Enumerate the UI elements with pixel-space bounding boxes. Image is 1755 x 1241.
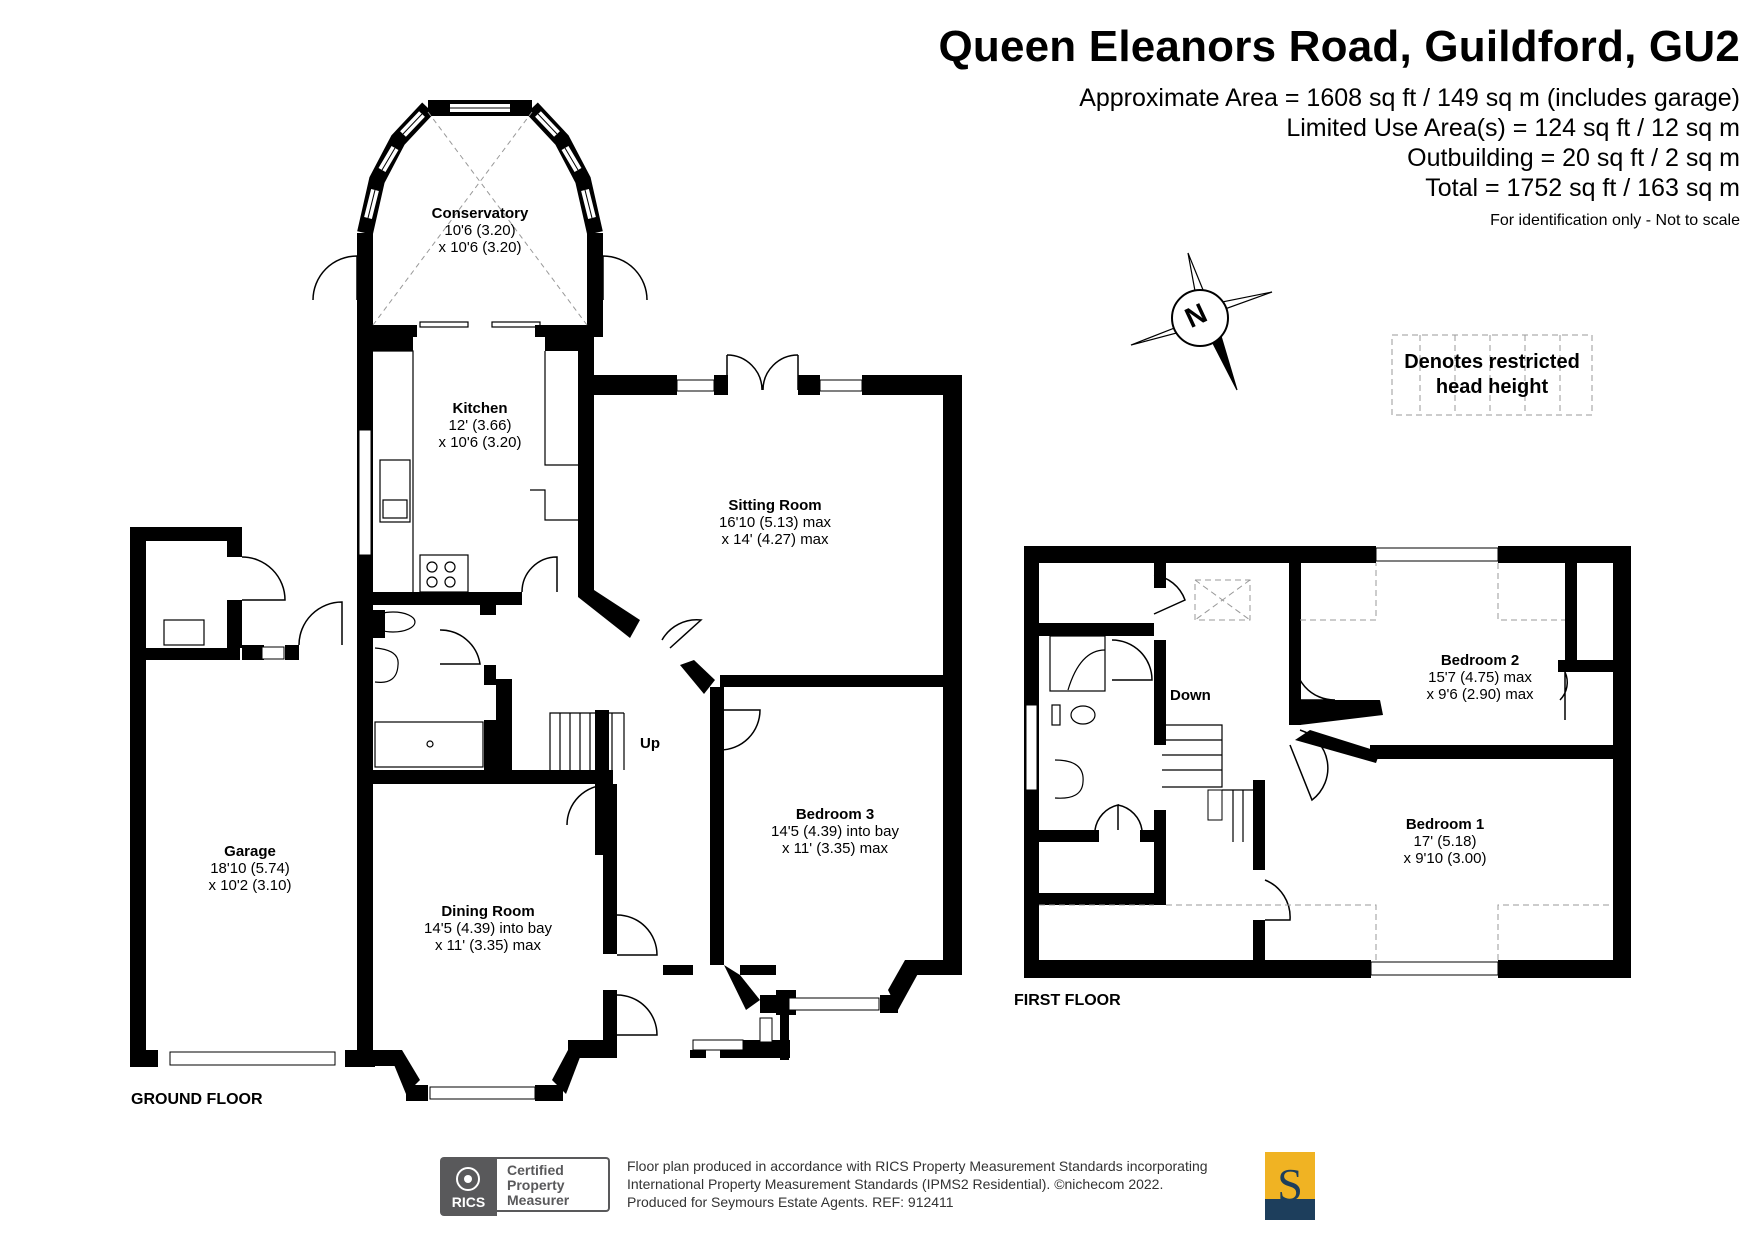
kitchen-fittings	[163, 321, 581, 646]
room-bedroom-1: Bedroom 1 17' (5.18) x 9'10 (3.00)	[1404, 816, 1487, 867]
rics-logo-text: RICS	[451, 1194, 486, 1210]
room-dim-2: x 10'2 (3.10)	[208, 877, 292, 894]
ground-stairs	[549, 712, 625, 770]
room-dim-2: x 10'6 (3.20)	[438, 434, 522, 451]
room-dim-2: x 11' (3.35) max	[782, 840, 888, 857]
room-dining-room: Dining Room 14'5 (4.39) into bay x 11' (…	[424, 903, 552, 954]
seymours-logo-gold	[1265, 1152, 1315, 1199]
room-dim-1: 18'10 (5.74)	[210, 860, 290, 877]
seymours-logo-navy	[1265, 1199, 1315, 1220]
footer-line-2: International Property Measurement Stand…	[627, 1176, 1164, 1192]
room-name: Bedroom 1	[1405, 816, 1485, 833]
cert-line-2: Property	[507, 1177, 565, 1193]
restricted-legend: Denotes restricted head height	[1392, 350, 1592, 400]
room-dim-1: 17' (5.18)	[1413, 833, 1477, 850]
property-title: Queen Eleanors Road, Guildford, GU2	[938, 22, 1740, 71]
room-dim-2: x 10'6 (3.20)	[438, 239, 522, 256]
limited-use-area: Limited Use Area(s) = 124 sq ft / 12 sq …	[1286, 114, 1740, 142]
first-windows	[1025, 547, 1499, 976]
cert-line-3: Measurer	[507, 1192, 570, 1208]
room-bedroom-2: Bedroom 2 15'7 (4.75) max x 9'6 (2.90) m…	[1426, 652, 1533, 703]
footer-line-1: Floor plan produced in accordance with R…	[627, 1158, 1208, 1174]
first-door-swings	[1094, 574, 1569, 921]
approximate-area: Approximate Area = 1608 sq ft / 149 sq m…	[1079, 84, 1740, 112]
room-dim-2: x 9'10 (3.00)	[1403, 850, 1487, 867]
rics-logo: RICS	[440, 1157, 497, 1216]
wc-fittings	[367, 611, 484, 768]
room-dim-2: x 14' (4.27) max	[721, 531, 829, 548]
compass-rose	[1130, 252, 1273, 391]
room-name: Garage	[224, 843, 276, 860]
room-dim-1: 14'5 (4.39) into bay	[424, 920, 552, 937]
ground-floor-label: GROUND FLOOR	[131, 1091, 263, 1108]
door-swings	[241, 255, 799, 1036]
certified-measurer-text: Certified Property Measurer	[497, 1157, 610, 1212]
room-dim-1: 10'6 (3.20)	[444, 222, 516, 239]
scale-disclaimer: For identification only - Not to scale	[1490, 212, 1740, 229]
rics-certified-badge: RICS Certified Property Measurer	[440, 1157, 615, 1216]
room-dim-1: 15'7 (4.75) max	[1428, 669, 1532, 686]
outbuilding-area: Outbuilding = 20 sq ft / 2 sq m	[1407, 144, 1740, 172]
first-stairs-label: Down	[1170, 687, 1211, 704]
first-floor-label: FIRST FLOOR	[1014, 992, 1121, 1009]
rics-emblem-icon	[456, 1167, 480, 1191]
restricted-legend-line1: Denotes restricted	[1404, 351, 1580, 373]
room-name: Sitting Room	[728, 497, 822, 514]
room-garage: Garage 18'10 (5.74) x 10'2 (3.10)	[209, 843, 292, 894]
room-name: Bedroom 2	[1440, 652, 1520, 669]
room-bedroom-3: Bedroom 3 14'5 (4.39) into bay x 11' (3.…	[771, 806, 899, 857]
restricted-legend-line2: head height	[1435, 376, 1549, 398]
room-dim-2: x 9'6 (2.90) max	[1426, 686, 1534, 703]
room-sitting-room: Sitting Room 16'10 (5.13) max x 14' (4.2…	[719, 497, 831, 548]
room-dim-1: 16'10 (5.13) max	[718, 514, 832, 531]
room-kitchen: Kitchen 12' (3.66) x 10'6 (3.20)	[439, 400, 522, 451]
room-dim-1: 12' (3.66)	[448, 417, 512, 434]
room-conservatory: Conservatory 10'6 (3.20) x 10'6 (3.20)	[432, 205, 529, 256]
ground-floor-walls	[130, 233, 962, 1101]
conservatory-window-lines	[367, 107, 593, 219]
footer-credits: Floor plan produced in accordance with R…	[627, 1157, 1208, 1211]
ground-stairs-label: Up	[640, 735, 660, 752]
room-name: Kitchen	[452, 400, 508, 417]
room-name: Bedroom 3	[795, 806, 875, 823]
footer-line-3: Produced for Seymours Estate Agents. REF…	[627, 1194, 954, 1210]
seymours-logo-letter: S	[1277, 1159, 1303, 1210]
first-fittings	[1049, 635, 1253, 842]
cert-line-1: Certified	[507, 1162, 564, 1178]
seymours-logo: S	[1265, 1152, 1315, 1220]
ground-windows	[169, 379, 880, 1100]
total-area: Total = 1752 sq ft / 163 sq m	[1425, 174, 1740, 202]
room-name: Dining Room	[441, 903, 535, 920]
room-name: Conservatory	[431, 205, 529, 222]
room-dim-1: 14'5 (4.39) into bay	[771, 823, 899, 840]
room-dim-2: x 11' (3.35) max	[435, 937, 541, 954]
restricted-areas	[1039, 334, 1613, 960]
